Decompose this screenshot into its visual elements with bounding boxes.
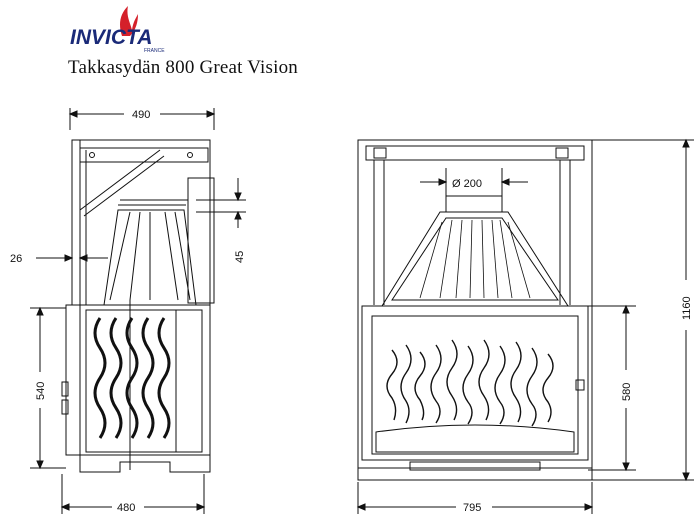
dim-front-door-height: 580 (621, 383, 633, 401)
front-view: Ø 200 (356, 138, 694, 514)
page-title: Takkasydän 800 Great Vision (68, 57, 299, 78)
dim-front-total-height: 1160 (681, 296, 693, 320)
invicta-logo: INVICTA FRANCE (70, 6, 165, 54)
logo-flame-icon (120, 6, 138, 36)
dim-side-offset: 26 (10, 253, 22, 265)
dim-side-flue-height: 45 (234, 251, 246, 263)
logo-sub: FRANCE (144, 48, 165, 54)
dim-side-top-width: 490 (132, 109, 150, 121)
dim-front-flue-diameter: Ø 200 (452, 178, 482, 190)
dim-side-door-height: 540 (35, 382, 47, 400)
side-view: 490 45 26 (10, 108, 246, 514)
dim-front-bottom-width: 795 (463, 502, 481, 514)
dim-side-bottom-width: 480 (117, 502, 135, 514)
logo-wordmark: INVICTA (70, 26, 152, 49)
